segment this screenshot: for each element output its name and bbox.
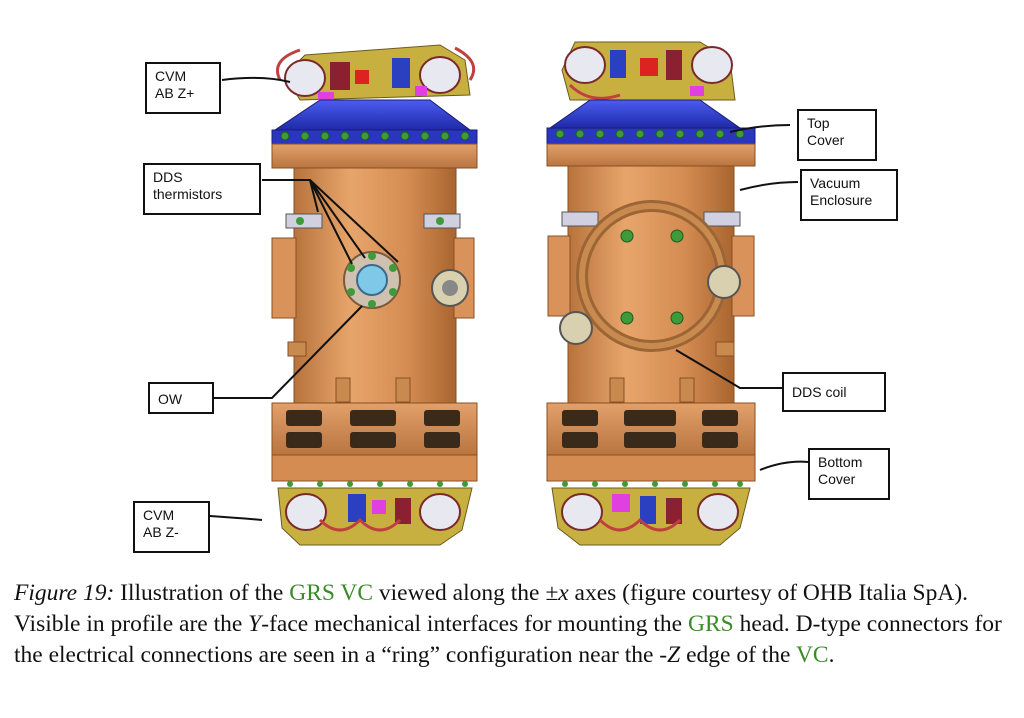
caption-text: edge of the xyxy=(680,642,796,668)
cvm-bottom-electronics-right xyxy=(551,487,751,546)
leader-lines xyxy=(209,76,809,521)
caption-yface: Y xyxy=(248,611,262,637)
vacuum-enclosure-left xyxy=(293,167,457,404)
label-ow: OW xyxy=(148,382,214,414)
caption-text: axes (figure courtesy of OHB Italia SpA)… xyxy=(14,580,969,637)
grs-vc-illustration xyxy=(209,41,809,546)
label-dds-thermistors: DDS thermistors xyxy=(143,163,261,215)
top-cover-left xyxy=(273,99,472,131)
label-cvm-top: CVM AB Z+ xyxy=(145,62,221,114)
cvm-bottom-electronics-left xyxy=(277,487,473,546)
label-vacuum-enclosure: Vacuum Enclosure xyxy=(800,169,898,221)
top-cover-right xyxy=(548,99,742,129)
cvm-top-electronics-right xyxy=(561,41,736,101)
label-cvm-bottom: CVM AB Z- xyxy=(133,501,210,553)
label-dds-coil: DDS coil xyxy=(782,372,886,412)
caption-text: . xyxy=(828,642,835,668)
caption-link-vc[interactable]: VC xyxy=(795,642,829,668)
label-top-cover: Top Cover xyxy=(797,109,877,161)
figure-label: Figure 19: xyxy=(14,580,115,606)
caption-axis: ±x xyxy=(545,580,569,606)
figure-caption: Figure 19: Illustration of the GRS VC vi… xyxy=(14,578,1014,671)
label-bottom-cover: Bottom Cover xyxy=(808,448,890,500)
caption-link-grs-vc[interactable]: GRS VC xyxy=(289,580,374,606)
right-vc-view xyxy=(546,41,756,546)
caption-text: Illustration of the xyxy=(114,580,290,606)
caption-text: -face mechanical interfaces for mounting… xyxy=(261,611,688,637)
cvm-top-electronics-left xyxy=(276,44,476,101)
caption-text: head. D-type connectors for the electric… xyxy=(14,611,1002,668)
caption-text: viewed along the xyxy=(373,580,546,606)
caption-link-grs[interactable]: GRS xyxy=(687,611,734,637)
ow-window xyxy=(343,251,401,309)
caption-zedge: Z xyxy=(667,642,681,668)
left-vc-view xyxy=(271,44,478,546)
